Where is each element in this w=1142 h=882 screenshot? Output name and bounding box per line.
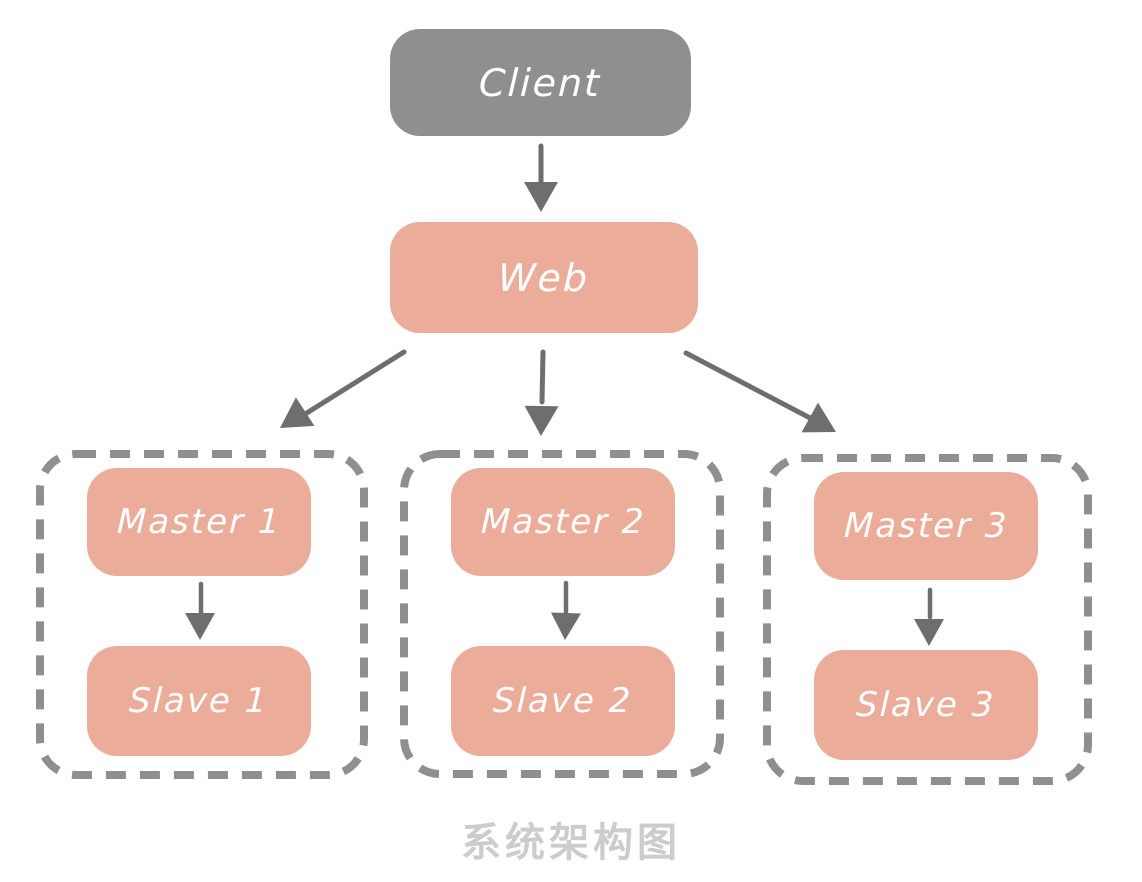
node-slave-1: Slave 1 — [87, 646, 311, 756]
node-master-2-label: Master 2 — [480, 502, 646, 542]
arrow-web-to-group3 — [683, 350, 836, 433]
node-master-1-label: Master 1 — [116, 502, 282, 542]
group-2: Master 2 Slave 2 — [399, 449, 725, 779]
node-master-3: Master 3 — [814, 472, 1038, 580]
node-slave-2: Slave 2 — [451, 646, 675, 756]
node-master-3-label: Master 3 — [843, 506, 1009, 546]
node-master-1: Master 1 — [87, 468, 311, 576]
node-slave-3: Slave 3 — [814, 650, 1038, 760]
group-3: Master 3 Slave 3 — [762, 453, 1093, 786]
node-slave-2-label: Slave 2 — [492, 681, 634, 721]
group-2-dashed-border — [400, 450, 724, 778]
node-slave-3-label: Slave 3 — [855, 685, 997, 725]
node-master-2: Master 2 — [451, 468, 675, 576]
node-client-label: Client — [478, 60, 603, 105]
group-1: Master 1 Slave 1 — [35, 449, 369, 780]
arrow-web-to-group1 — [280, 349, 407, 428]
node-client: Client — [390, 29, 691, 136]
arrow-web-to-group2 — [524, 349, 559, 436]
diagram-caption: 系统架构图 — [461, 820, 681, 866]
arrow-client-to-web — [524, 143, 558, 212]
node-web: Web — [390, 222, 698, 333]
node-web-label: Web — [497, 255, 591, 300]
node-slave-1-label: Slave 1 — [128, 681, 270, 721]
